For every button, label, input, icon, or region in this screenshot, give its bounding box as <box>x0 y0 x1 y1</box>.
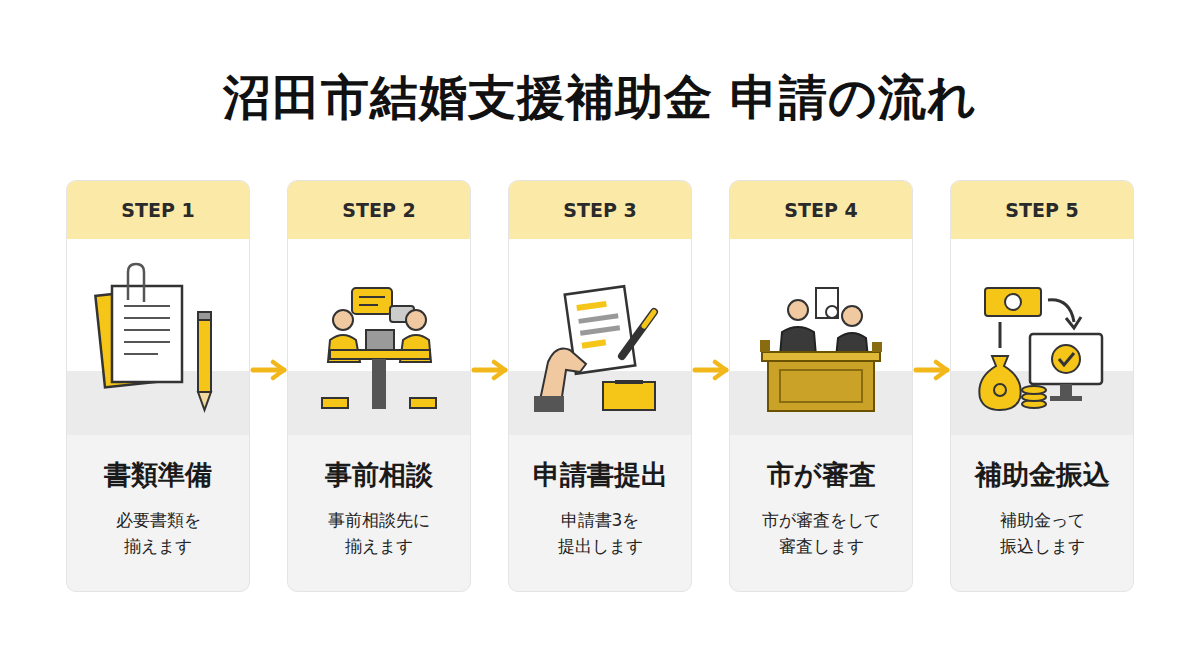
desk-panel <box>780 370 862 402</box>
pen <box>622 312 654 356</box>
payment-icon <box>979 288 1102 410</box>
submission-box <box>603 382 655 410</box>
paper-line <box>124 305 170 307</box>
official-head <box>842 306 862 326</box>
flow-arrow <box>253 368 284 373</box>
flow-arrow <box>474 368 505 373</box>
step-card: STEP 3 申請書提出申請書3を 提出します <box>508 180 692 592</box>
speech-bubble <box>390 306 414 322</box>
application-icon <box>534 286 655 412</box>
documents-icon <box>95 264 211 410</box>
diagram-title: 沼田市結婚支援補助金 申請の流れ <box>0 66 1200 130</box>
pen-grip <box>644 312 654 326</box>
monitor <box>1030 334 1102 384</box>
coin <box>1022 386 1046 394</box>
icon-area <box>730 239 912 435</box>
banknote <box>985 288 1041 316</box>
flow-arrow <box>695 368 726 373</box>
form-line <box>578 313 618 324</box>
chair <box>410 398 436 408</box>
step-heading: 申請書提出 <box>509 457 691 493</box>
pencil-body <box>198 318 211 392</box>
step-description: 補助金って 振込します <box>967 507 1117 560</box>
consultation-icon <box>322 288 436 409</box>
chair <box>322 398 348 408</box>
check-mark <box>1059 353 1074 365</box>
review-document <box>816 288 838 318</box>
person-body <box>328 335 360 362</box>
step-description: 必要書類を 揃えます <box>83 507 233 560</box>
paper-line <box>124 329 170 331</box>
person-body <box>400 335 431 362</box>
money-bag-mark <box>994 384 1006 396</box>
flow-arrow <box>916 368 947 373</box>
paperclip <box>128 264 144 302</box>
step-heading: 事前相談 <box>288 457 470 493</box>
table-top <box>330 350 430 359</box>
step-description: 申請書3を 提出します <box>525 507 675 560</box>
sleeve <box>534 396 564 412</box>
stamp <box>760 340 770 352</box>
bubble-line <box>359 296 385 298</box>
pencil-eraser <box>198 312 211 320</box>
official-body <box>780 327 816 356</box>
check-circle <box>1052 345 1080 373</box>
person-head <box>333 310 353 330</box>
official-head <box>788 300 808 320</box>
hand <box>538 349 586 411</box>
icon-area <box>509 239 691 435</box>
step-label: STEP 2 <box>288 181 470 239</box>
table-leg <box>372 359 386 409</box>
laptop <box>366 330 394 350</box>
step-heading: 市が審査 <box>730 457 912 493</box>
coin <box>1022 400 1046 408</box>
monitor-stand <box>1060 384 1072 396</box>
transfer-arrowhead <box>1066 317 1081 328</box>
speech-bubble <box>352 288 392 314</box>
step-card: STEP 1 書類準備必要書類を 揃えます <box>66 180 250 592</box>
step-card: STEP 5 補助金振込補助金って 振込します <box>950 180 1134 592</box>
icon-area <box>288 239 470 435</box>
pencil-tip <box>198 392 211 410</box>
official-body <box>836 333 868 358</box>
step-description: 事前相談先に 揃えます <box>304 507 454 560</box>
transfer-arrow <box>1048 300 1074 322</box>
step-label: STEP 5 <box>951 181 1133 239</box>
form-line <box>580 325 620 336</box>
desk-top <box>762 352 880 361</box>
paper-back <box>95 289 172 388</box>
box-slot <box>615 380 643 384</box>
step-card: STEP 4 市が審査市が審査をして 審査します <box>729 180 913 592</box>
step-label: STEP 4 <box>730 181 912 239</box>
step-heading: 補助金振込 <box>951 457 1133 493</box>
step-description: 市が審査をして 審査します <box>746 507 896 560</box>
money-bag <box>979 356 1020 410</box>
icon-area <box>67 239 249 435</box>
person-head <box>406 310 426 330</box>
paper-front <box>112 286 182 382</box>
step-label: STEP 3 <box>509 181 691 239</box>
form-line <box>576 301 607 311</box>
form-sheet <box>565 286 636 374</box>
step-label: STEP 1 <box>67 181 249 239</box>
paper-line <box>124 341 170 343</box>
monitor-base <box>1050 396 1082 401</box>
icon-area <box>951 239 1133 435</box>
paper-line <box>124 353 158 355</box>
magnifier <box>826 306 838 318</box>
stamp <box>872 342 882 352</box>
step-heading: 書類準備 <box>67 457 249 493</box>
paper-line <box>124 317 170 319</box>
coin <box>1022 393 1046 401</box>
bubble-line <box>359 304 378 306</box>
review-icon <box>760 288 882 411</box>
transfer-line <box>999 322 1002 348</box>
form-line <box>582 339 607 348</box>
step-card: STEP 2 事前相談事前相談先に 揃えます <box>287 180 471 592</box>
desk-front <box>768 361 874 411</box>
banknote-mark <box>1005 294 1021 310</box>
